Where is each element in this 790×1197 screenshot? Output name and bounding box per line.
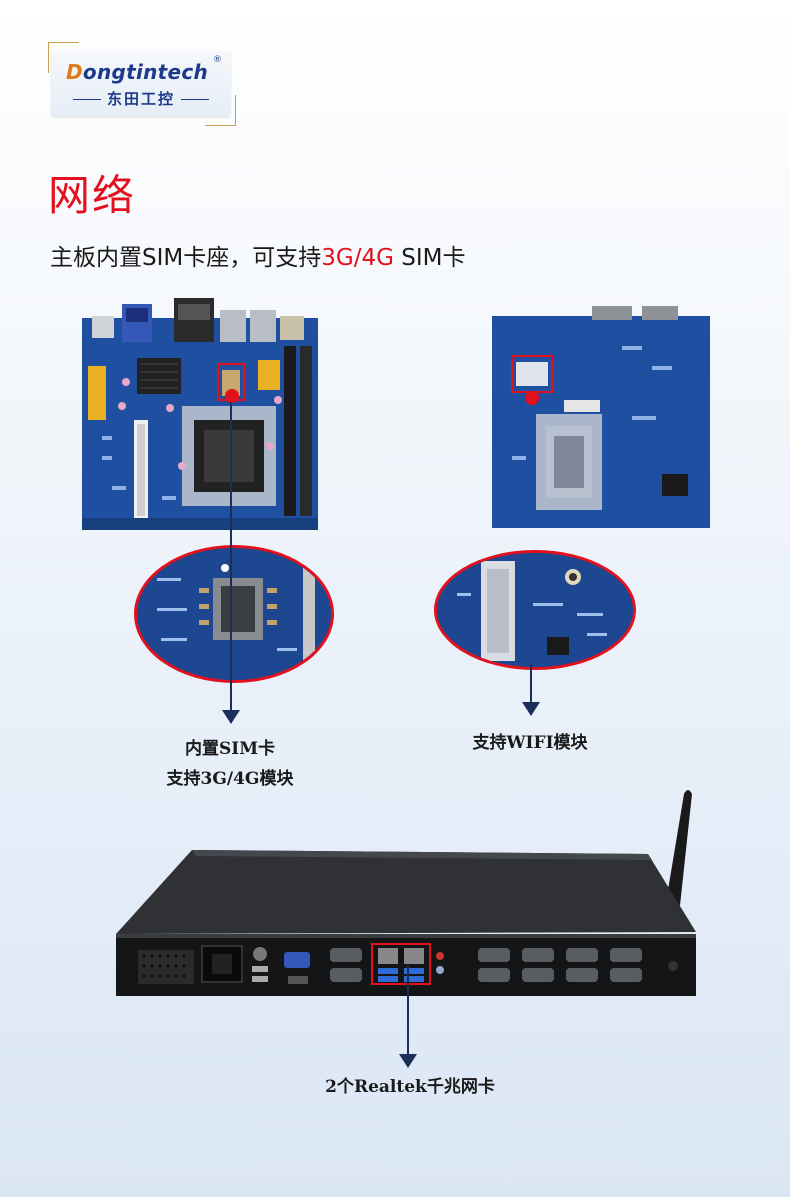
- sim-callout-arrow: [222, 710, 240, 724]
- logo-corner-decoration: [205, 95, 236, 126]
- wifi-callout-arrow: [522, 702, 540, 716]
- sim-callout-line: [230, 402, 232, 712]
- logo-brand-name: Dongtintech: [66, 60, 209, 84]
- sim-caption: 内置SIM卡 支持3G/4G模块: [166, 739, 294, 789]
- industrial-pc-chassis: [116, 790, 696, 996]
- nic-callout-arrow: [399, 1054, 417, 1068]
- motherboard-photo-right: [492, 306, 710, 528]
- logo-corner-decoration: [48, 42, 79, 73]
- motherboard-photo-left: [82, 298, 318, 530]
- sim-slot-zoom: [134, 545, 334, 683]
- logo-chinese-name: 东田工控: [52, 88, 230, 109]
- nic-callout-line: [407, 966, 409, 1056]
- registered-mark: ®: [213, 55, 222, 65]
- wifi-slot-zoom: [434, 550, 636, 670]
- wifi-caption: 支持WIFI模块: [472, 733, 588, 753]
- nic-caption: 2个Realtek千兆网卡: [325, 1077, 495, 1097]
- company-logo: Dongtintech ® 东田工控: [48, 42, 236, 126]
- section-title: 网络: [48, 171, 137, 220]
- section-subtitle: 主板内置SIM卡座，可支持3G/4G SIM卡: [50, 245, 466, 271]
- wifi-callout-line: [530, 664, 532, 704]
